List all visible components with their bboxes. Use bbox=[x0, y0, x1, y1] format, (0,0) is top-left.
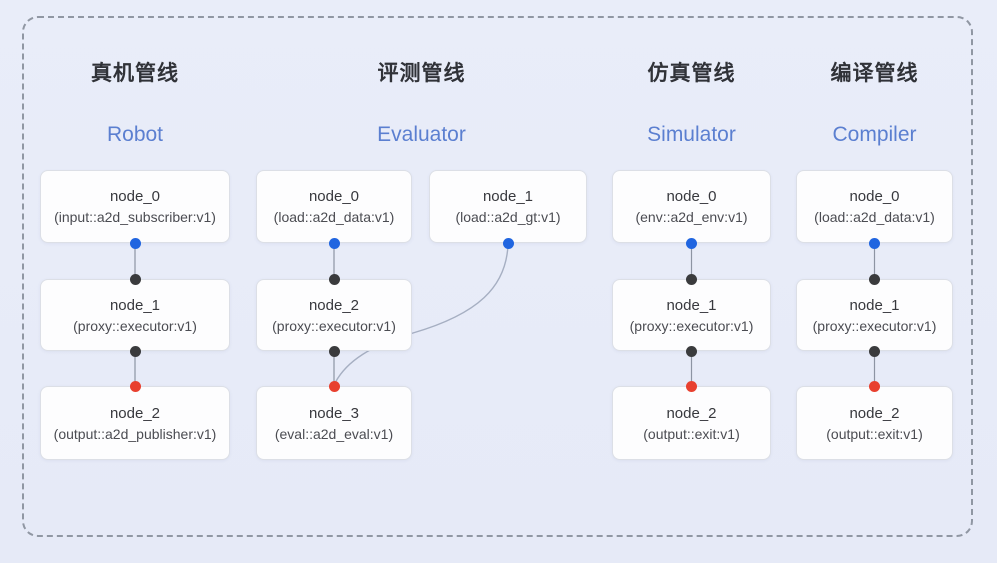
node-type: (input::a2d_subscriber:v1) bbox=[54, 209, 216, 225]
pipeline-title-zh-robot: 真机管线 bbox=[91, 62, 179, 85]
input-port-dot-red bbox=[686, 381, 697, 392]
node-name: node_1 bbox=[482, 188, 534, 205]
node-name: node_2 bbox=[109, 404, 161, 422]
pipeline-title-en-evaluator: Evaluator bbox=[377, 123, 466, 146]
node-evaluator-node_0: node_0 (load::a2d_data:v1) bbox=[256, 170, 412, 243]
node-name: node_0 bbox=[308, 188, 360, 205]
node-name: node_1 bbox=[849, 296, 900, 314]
node-type: (proxy::executor:v1) bbox=[73, 317, 197, 334]
pipeline-title-en-simulator: Simulator bbox=[647, 123, 736, 146]
node-type: (proxy::executor:v1) bbox=[629, 317, 754, 334]
node-type: (output::exit:v1) bbox=[643, 425, 740, 442]
output-port-dot-black bbox=[869, 346, 880, 357]
node-robot-node_2: node_2 (output::a2d_publisher:v1) bbox=[40, 386, 230, 460]
node-name: node_2 bbox=[849, 404, 900, 422]
node-compiler-node_2: node_2 (output::exit:v1) bbox=[796, 386, 953, 460]
node-compiler-node_1: node_1 (proxy::executor:v1) bbox=[796, 279, 953, 351]
node-name: node_0 bbox=[849, 188, 900, 205]
input-port-dot-black bbox=[328, 274, 340, 285]
pipeline-title-zh-evaluator: 评测管线 bbox=[377, 62, 466, 85]
input-port-dot-black bbox=[129, 274, 141, 285]
input-port-dot-black bbox=[869, 274, 880, 285]
node-type: (load::a2d_data:v1) bbox=[814, 209, 935, 225]
node-type: (output::exit:v1) bbox=[826, 425, 923, 442]
output-port-dot-blue bbox=[129, 238, 141, 249]
input-port-dot-black bbox=[686, 274, 697, 285]
node-simulator-node_0: node_0 (env::a2d_env:v1) bbox=[612, 170, 771, 243]
pipeline-title-en-compiler: Compiler bbox=[832, 123, 917, 146]
node-type: (proxy::executor:v1) bbox=[272, 317, 396, 334]
input-port-dot-red bbox=[328, 381, 340, 392]
node-type: (eval::a2d_eval:v1) bbox=[274, 425, 394, 442]
output-port-dot-black bbox=[686, 346, 697, 357]
edge-evaluator-1-3 bbox=[333, 244, 509, 385]
node-name: node_1 bbox=[666, 296, 717, 314]
pipeline-title-zh-simulator: 仿真管线 bbox=[647, 62, 736, 85]
pipeline-title-en-robot: Robot bbox=[106, 123, 164, 146]
output-port-dot-black bbox=[328, 346, 340, 357]
node-evaluator-node_1: node_1 (load::a2d_gt:v1) bbox=[429, 170, 587, 243]
node-name: node_2 bbox=[666, 404, 717, 422]
node-robot-node_1: node_1 (proxy::executor:v1) bbox=[40, 279, 230, 351]
node-simulator-node_1: node_1 (proxy::executor:v1) bbox=[612, 279, 771, 351]
node-type: (output::a2d_publisher:v1) bbox=[53, 425, 217, 442]
node-simulator-node_2: node_2 (output::exit:v1) bbox=[612, 386, 771, 460]
pipeline-title-zh-compiler: 编译管线 bbox=[830, 62, 919, 85]
output-port-dot-blue bbox=[502, 238, 514, 249]
node-type: (proxy::executor:v1) bbox=[812, 317, 937, 334]
dashed-frame bbox=[22, 16, 973, 537]
node-type: (load::a2d_gt:v1) bbox=[455, 209, 561, 225]
output-port-dot-blue bbox=[686, 238, 697, 249]
node-type: (load::a2d_data:v1) bbox=[273, 209, 395, 225]
node-type: (env::a2d_env:v1) bbox=[635, 209, 748, 225]
node-name: node_0 bbox=[109, 188, 161, 205]
output-port-dot-blue bbox=[328, 238, 340, 249]
output-port-dot-blue bbox=[869, 238, 880, 249]
input-port-dot-red bbox=[869, 381, 880, 392]
node-name: node_3 bbox=[308, 404, 360, 422]
node-name: node_0 bbox=[666, 188, 717, 205]
node-robot-node_0: node_0 (input::a2d_subscriber:v1) bbox=[40, 170, 230, 243]
node-evaluator-node_3: node_3 (eval::a2d_eval:v1) bbox=[256, 386, 412, 460]
node-name: node_2 bbox=[308, 296, 360, 314]
output-port-dot-black bbox=[129, 346, 141, 357]
node-name: node_1 bbox=[109, 296, 161, 314]
input-port-dot-red bbox=[129, 381, 141, 392]
node-evaluator-node_2: node_2 (proxy::executor:v1) bbox=[256, 279, 412, 351]
node-compiler-node_0: node_0 (load::a2d_data:v1) bbox=[796, 170, 953, 243]
